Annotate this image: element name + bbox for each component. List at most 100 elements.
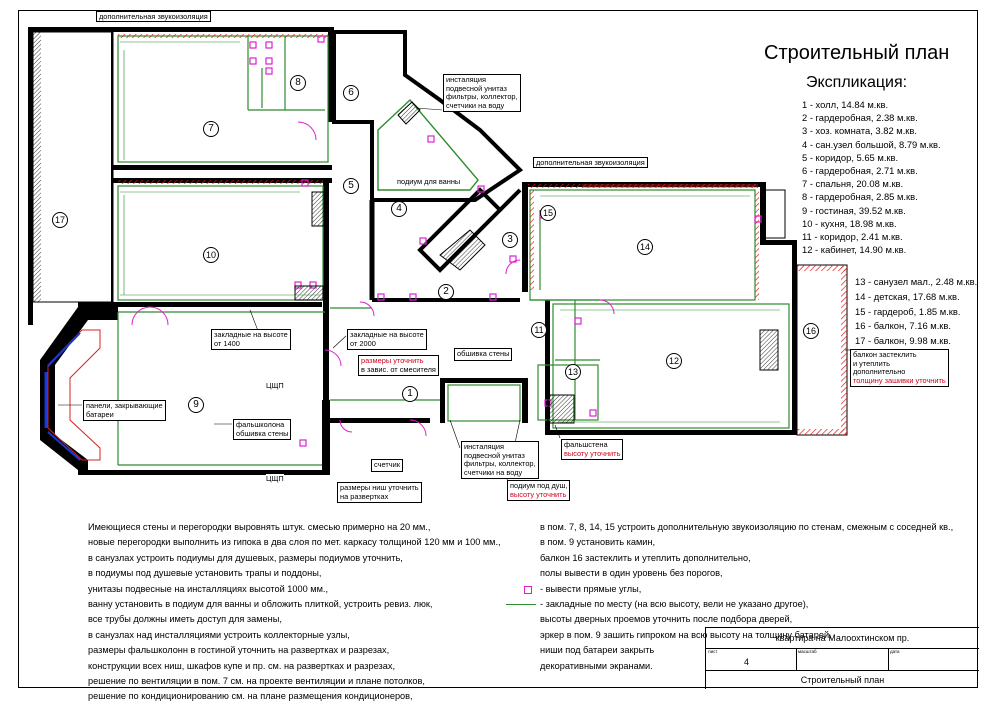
- room-list-item: 8 - гардеробная, 2.85 м.кв.: [802, 191, 918, 203]
- room-list-item: 6 - гардеробная, 2.71 м.кв.: [802, 165, 918, 177]
- note-line: в пом. 7, 8, 14, 15 устроить дополнитель…: [540, 522, 954, 532]
- note-line: Имеющиеся стены и перегородки выровнять …: [88, 522, 431, 532]
- wall-cladding-note: обшивка стены: [454, 348, 513, 361]
- room-number-10: 10: [203, 247, 219, 263]
- room-list-item: 14 - детская, 17.68 м.кв.: [855, 290, 960, 302]
- room-number-12: 12: [666, 353, 682, 369]
- embed-note-1400: закладные на высоте от 1400: [211, 329, 291, 351]
- note-line: декоративными экранами.: [540, 660, 653, 671]
- note-line: решение по кондиционированию см. на план…: [88, 691, 413, 702]
- bath-block: [332, 30, 524, 302]
- room-number-16: 16: [803, 323, 819, 339]
- room-number-5: 5: [343, 178, 359, 194]
- title-block: квартира на Малоохтинском пр. лист 4 мас…: [705, 627, 979, 689]
- false-wall-note: фальшстена высоту уточнить: [561, 439, 624, 461]
- room-list-item: 1 - холл, 14.84 м.кв.: [802, 99, 889, 110]
- room-list-item: 5 - коридор, 5.65 м.кв.: [802, 151, 899, 163]
- note-line: унитазы подвесные на инсталляциях высото…: [88, 583, 329, 594]
- niche-sizes-note: размеры ниш уточнить на развертках: [337, 482, 422, 504]
- sheet-label: лист: [708, 649, 718, 654]
- room-list-secondary: 13 - санузел мал., 2.48 м.кв. 14 - детск…: [855, 275, 977, 349]
- note-line: - вывести прямые углы,: [524, 582, 953, 597]
- room-list-item: 2 - гардеробная, 2.38 м.кв.: [802, 112, 918, 124]
- mixer-sizes-note: размеры уточнить в завис. от смесителя: [358, 355, 439, 377]
- note-line: в санузлах устроить подиумы для душевых,…: [88, 552, 403, 563]
- note-line: конструкции всех ниш, шкафов купе и пр. …: [88, 660, 396, 671]
- note-line: высоты дверных проемов уточнить после по…: [540, 614, 793, 625]
- room-list-item: 13 - санузел мал., 2.48 м.кв.: [855, 276, 978, 287]
- note-line: решение по вентиляции в пом. 7 см. на пр…: [88, 676, 425, 687]
- sheet-frame: [18, 10, 978, 688]
- room-list-item: 15 - гардероб, 1.85 м.кв.: [855, 305, 961, 317]
- room-list-item: 10 - кухня, 18.98 м.кв.: [802, 217, 897, 229]
- note-line: в подиумы под душевые установить трапы и…: [88, 568, 322, 579]
- note-line: балкон 16 застеклить и утеплить дополнит…: [540, 552, 751, 563]
- room-list-item: 12 - кабинет, 14.90 м.кв.: [802, 244, 907, 256]
- room-list-item: 4 - сан.узел большой, 8.79 м.кв.: [802, 138, 941, 150]
- install-note-bottom: инсталяция подвесной унитаз фильтры, кол…: [461, 441, 539, 480]
- explication-title: Экспликация:: [806, 74, 908, 91]
- room-number-17: 17: [52, 212, 68, 228]
- note-line: ванну установить в подиум для ванны и об…: [88, 599, 433, 610]
- room-number-8: 8: [290, 75, 306, 91]
- room-number-6: 6: [343, 85, 359, 101]
- false-column-note: фальшколона обшивка стены: [233, 419, 292, 441]
- note-line: ниши под батареи закрыть: [540, 645, 655, 656]
- new-partitions: [117, 35, 790, 466]
- drawing-name: Строительный план: [800, 675, 885, 685]
- counter-note: счетчик: [371, 459, 403, 472]
- room-number-13: 13: [565, 364, 581, 380]
- embed-legend-icon: [506, 604, 536, 606]
- leader-lines: [58, 107, 850, 481]
- room-list-item: 17 - балкон, 9.98 м.кв.: [855, 335, 951, 347]
- note-line: все трубы должны иметь доступ для замены…: [88, 614, 282, 625]
- door-swings: [131, 121, 615, 437]
- room-list-item: 7 - спальня, 20.08 м.кв.: [802, 178, 904, 190]
- room-list-item: 3 - хоз. комната, 3.82 м.кв.: [802, 125, 917, 137]
- room-number-9: 9: [188, 397, 204, 413]
- embed-note-2000: закладные на высоте от 2000: [347, 329, 427, 351]
- note-line: размеры фальшколонн в гостиной уточнить …: [88, 645, 390, 656]
- room-number-3: 3: [502, 232, 518, 248]
- bay-window: [40, 307, 118, 470]
- tsshch-label-2: ЦЩП: [266, 474, 284, 483]
- balcony-16: [796, 264, 848, 436]
- note-line: новые перегородки выполнить из гипока в …: [88, 537, 501, 548]
- note-line: в санузлах над инсталляциями устроить ко…: [88, 629, 350, 640]
- room-number-7: 7: [203, 121, 219, 137]
- room-list-item: 16 - балкон, 7.16 м.кв.: [855, 320, 951, 332]
- room-number-1: 1: [402, 386, 418, 402]
- date-cell: дата: [888, 648, 979, 670]
- room-list-item: 11 - коридор, 2.41 м.кв.: [802, 231, 903, 243]
- general-notes-right: в пом. 7, 8, 14, 15 устроить дополнитель…: [506, 520, 954, 674]
- sheet-cell: лист 4: [706, 648, 797, 670]
- general-notes-left: Имеющиеся стены и перегородки выровнять …: [88, 520, 501, 705]
- soundproof-strips: [118, 34, 759, 300]
- balcony-17-outline: [32, 31, 114, 303]
- room-number-14: 14: [637, 239, 653, 255]
- room-list-item: 9 - гостиная, 39.52 м.кв.: [802, 204, 906, 216]
- bath-podium-label: подиум для ванны: [397, 177, 461, 186]
- corner-legend-icon: [524, 585, 532, 594]
- note-line: - закладные по месту (на всю высоту, вел…: [506, 597, 953, 612]
- project-name: квартира на Малоохтинском пр.: [706, 628, 979, 649]
- scale-cell: масштаб: [796, 648, 889, 670]
- room-number-2: 2: [438, 284, 454, 300]
- drawing-title: Строительный план: [764, 42, 950, 64]
- scale-label: масштаб: [798, 649, 817, 654]
- date-label: дата: [890, 649, 900, 654]
- shower-podium-note: подиум под душ, высоту уточнить: [507, 480, 571, 502]
- balcony-note: балкон застеклить и утеплить дополнитель…: [850, 349, 949, 388]
- soundproof-label-right: дополнительная звукоизоляция: [533, 157, 648, 168]
- note-line: полы вывести в один уровень без порогов,: [540, 568, 723, 579]
- title-block-row: лист 4 масштаб дата: [706, 648, 979, 671]
- built-ins: [294, 189, 786, 424]
- sheet-number: 4: [744, 657, 750, 667]
- tsshch-label-1: ЦЩП: [266, 381, 284, 390]
- soundproof-label-top: дополнительная звукоизоляция: [96, 11, 211, 22]
- install-note-top: инсталяция подвесной унитаз фильтры, кол…: [443, 74, 521, 113]
- room-number-15: 15: [540, 205, 556, 221]
- note-line: в пом. 9 установить камин,: [540, 537, 656, 548]
